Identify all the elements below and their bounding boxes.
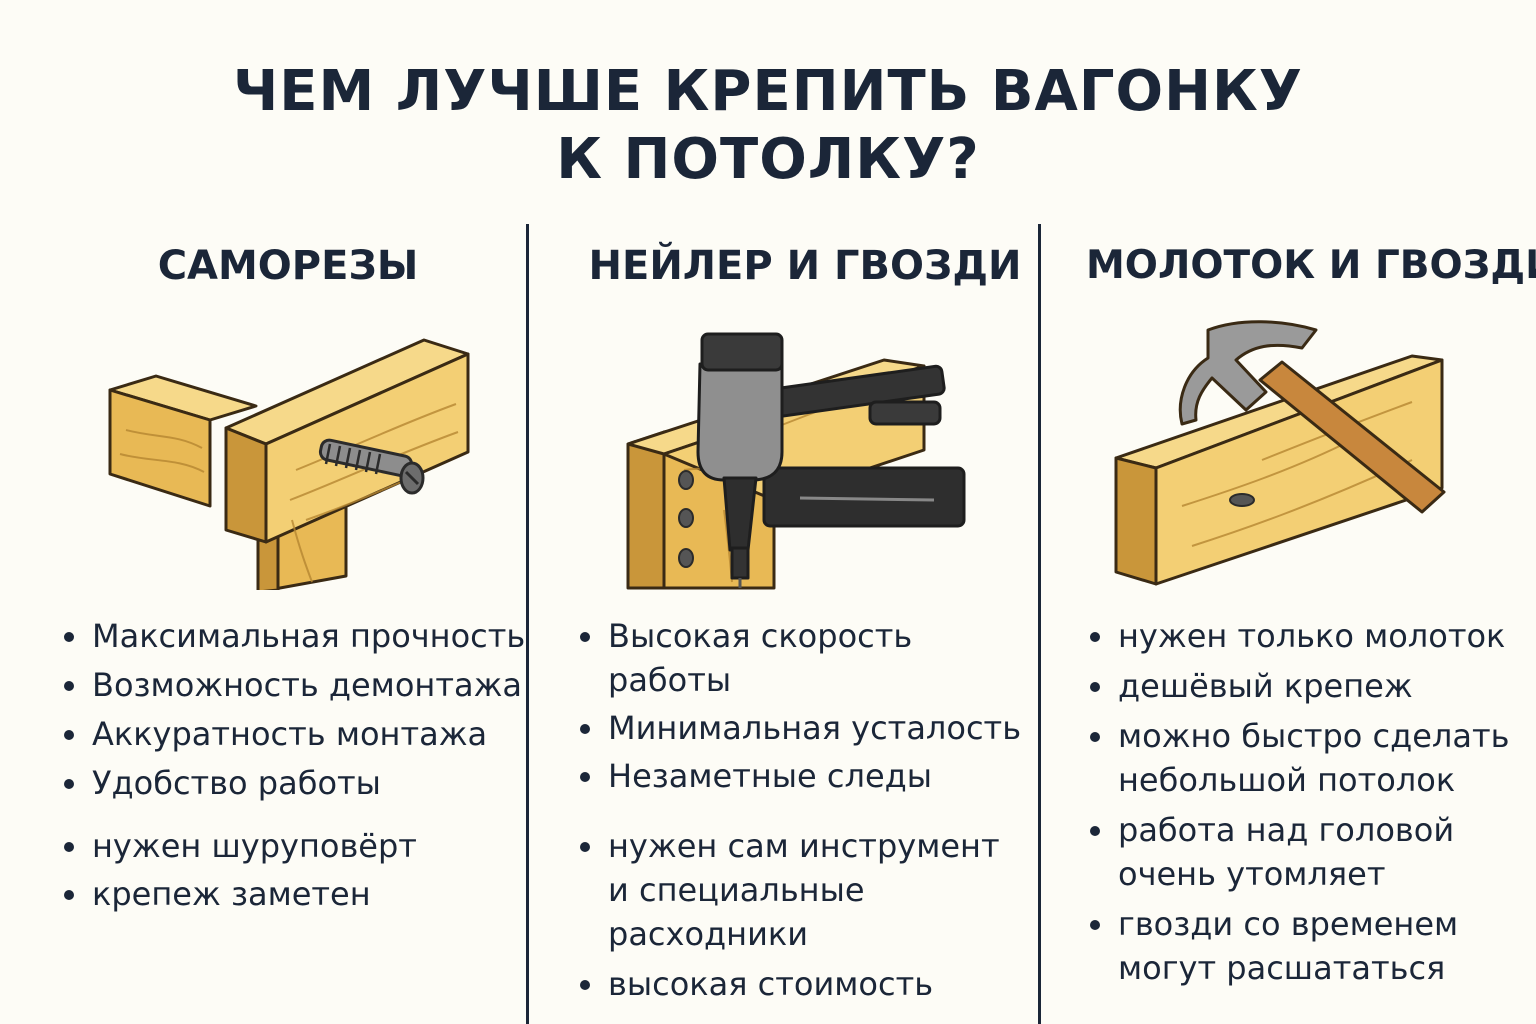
list-item: Максимальная прочность bbox=[58, 614, 526, 658]
column-screws: САМОРЕЗЫ bbox=[58, 238, 526, 1024]
column-hammer: МОЛОТОК И ГВОЗДИ нужен только м bbox=[1084, 238, 1536, 1024]
list-item: гвозди со временем могут расшататься bbox=[1084, 902, 1478, 990]
list-item: Высокая скорость работы bbox=[574, 614, 938, 702]
list-item: Аккуратность монтажа bbox=[58, 712, 526, 756]
list-item: крепеж заметен bbox=[58, 872, 526, 916]
page-title-line-1: ЧЕМ ЛУЧШЕ КРЕПИТЬ ВАГОНКУ bbox=[233, 59, 1303, 124]
column-heading-hammer: МОЛОТОК И ГВОЗДИ bbox=[1086, 243, 1536, 288]
list-item: Удобство работы bbox=[58, 761, 526, 805]
page-title: ЧЕМ ЛУЧШЕ КРЕПИТЬ ВАГОНКУ К ПОТОЛКУ? bbox=[0, 58, 1536, 194]
list-item: Возможность демонтажа bbox=[58, 663, 526, 707]
hammer-pros-list: нужен только молоток дешёвый крепеж можн… bbox=[1084, 614, 1524, 996]
list-item: Минимальная усталость bbox=[574, 706, 1036, 750]
column-heading-nailer: НЕЙЛЕР И ГВОЗДИ bbox=[588, 243, 1022, 289]
screws-cons-list: нужен шуруповёрт крепеж заметен bbox=[58, 824, 526, 920]
hammer-icon bbox=[1114, 320, 1446, 586]
page-title-line-2: К ПОТОЛКУ? bbox=[556, 127, 980, 192]
column-nailer: НЕЙЛЕР И ГВОЗДИ bbox=[574, 238, 1036, 1024]
screws-pros-list: Максимальная прочность Возможность демон… bbox=[58, 614, 526, 810]
list-item: высокая стоимость bbox=[574, 962, 1036, 1006]
list-item: нужен сам инструмент и специальные расхо… bbox=[574, 824, 1028, 956]
wood-screw-icon bbox=[108, 338, 470, 590]
list-item: Незаметные следы bbox=[574, 754, 1036, 798]
nailer-cons-list: нужен сам инструмент и специальные расхо… bbox=[574, 824, 1036, 1012]
list-item: нужен только молоток bbox=[1084, 614, 1524, 658]
list-item: можно быстро сделать небольшой потолок bbox=[1084, 714, 1528, 802]
nailer-pros-list: Высокая скорость работы Минимальная уста… bbox=[574, 614, 1036, 802]
column-divider-2 bbox=[1038, 224, 1041, 1024]
list-item: нужен шуруповёрт bbox=[58, 824, 526, 868]
list-item: дешёвый крепеж bbox=[1084, 664, 1524, 708]
column-divider-1 bbox=[526, 224, 529, 1024]
nail-gun-icon bbox=[626, 332, 966, 590]
list-item: работа над головой очень утомляет bbox=[1084, 808, 1478, 896]
column-heading-screws: САМОРЕЗЫ bbox=[157, 243, 419, 289]
